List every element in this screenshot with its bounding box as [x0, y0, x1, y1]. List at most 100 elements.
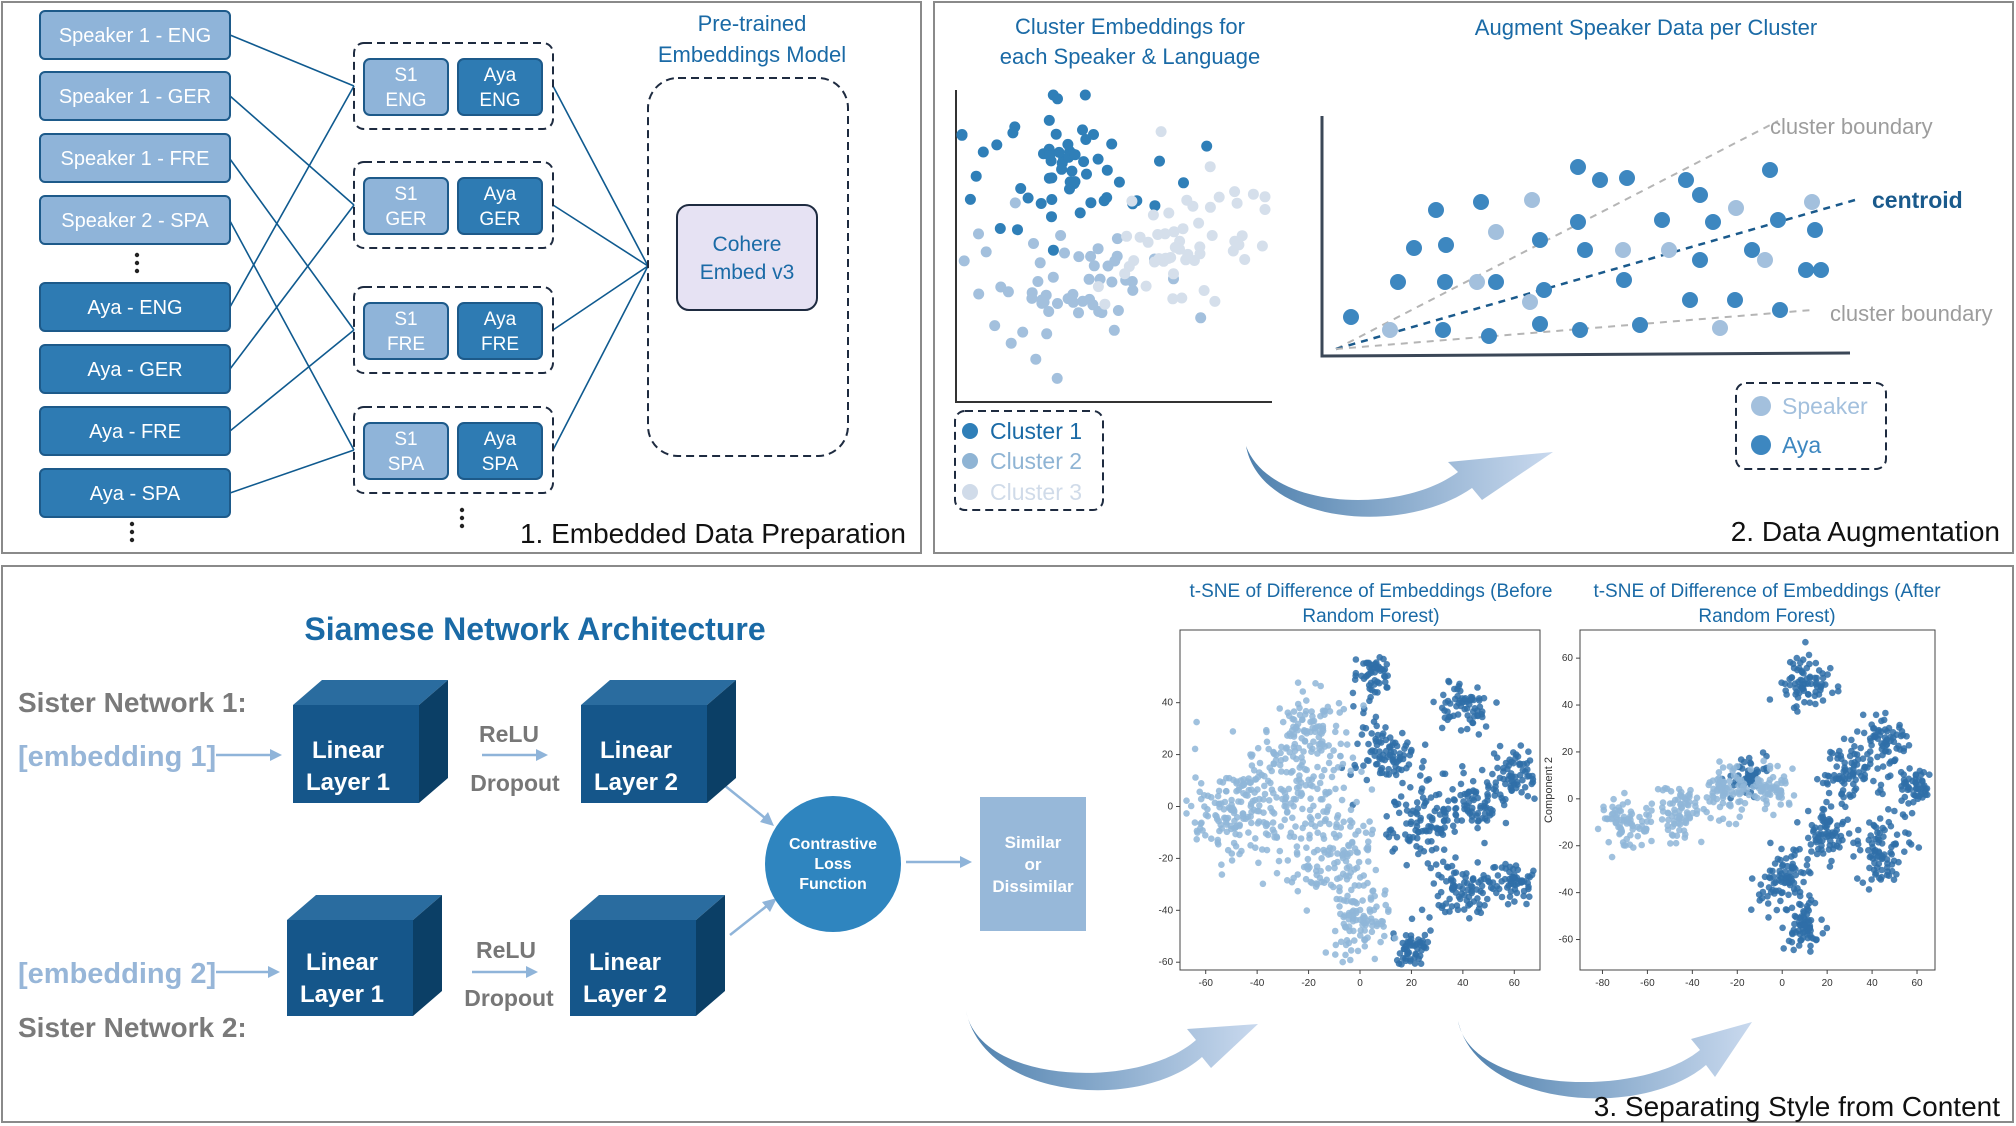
tsne-point: [1481, 902, 1488, 909]
tsne-point: [1796, 918, 1803, 926]
tsne-point: [1408, 746, 1415, 754]
tsne-point: [1741, 758, 1748, 766]
tsne-point: [1314, 763, 1321, 771]
tsne-point: [1229, 728, 1237, 735]
tsne-point: [1336, 896, 1344, 903]
cluster-point: [1069, 176, 1081, 188]
tsne-point: [1880, 833, 1887, 840]
tsne-point: [1396, 950, 1404, 957]
cluster-point: [1194, 241, 1206, 253]
tsne-point: [1878, 717, 1885, 725]
tsne-point: [1294, 871, 1301, 878]
tsne-point: [1382, 736, 1390, 744]
tsne-point: [1802, 680, 1809, 687]
output-label: Dissimilar: [992, 877, 1074, 896]
tsne-point: [1418, 827, 1426, 835]
input-label: Speaker 1 - FRE: [61, 148, 210, 170]
tsne-point: [1891, 807, 1898, 815]
tsne-point: [1467, 882, 1475, 890]
tsne-point: [1360, 702, 1367, 709]
tsne-point: [1381, 756, 1389, 764]
tsne-point: [1756, 897, 1763, 904]
tsne-point: [1790, 946, 1797, 954]
tsne-point: [1453, 817, 1461, 824]
cluster-point: [1209, 295, 1221, 307]
tsne-point: [1449, 786, 1456, 793]
tsne-point: [1806, 925, 1814, 932]
tsne-point: [1282, 799, 1289, 806]
tsne-point: [1788, 853, 1795, 860]
cluster-point: [1155, 126, 1167, 138]
tsne-point: [1494, 764, 1501, 772]
tsne-point: [1300, 748, 1307, 755]
tsne-after-y-axis-label: Component 2: [1543, 757, 1555, 823]
cohere-embed-box: [676, 204, 818, 311]
tsne-point: [1790, 792, 1798, 799]
tsne-point: [1463, 705, 1471, 712]
tsne-point: [1290, 708, 1298, 715]
tsne-point: [1648, 807, 1655, 814]
cluster-plot-axes: [955, 90, 1272, 403]
loss-label: Contrastive: [789, 836, 877, 853]
tsne-point: [1332, 728, 1339, 736]
tsne-point: [1867, 832, 1874, 839]
tsne-point: [1314, 829, 1321, 836]
tsne-point: [1372, 713, 1380, 721]
cluster-point: [1198, 285, 1210, 296]
tsne-point: [1258, 846, 1266, 853]
tsne-point: [1715, 774, 1723, 782]
tsne-point: [1477, 802, 1484, 810]
tsne-point: [1415, 850, 1422, 858]
y-tick-label: -60: [1159, 957, 1174, 968]
tsne-point: [1789, 765, 1796, 772]
tsne-point: [1183, 797, 1190, 804]
tsne-point: [1850, 839, 1857, 847]
tsne-point: [1222, 788, 1230, 795]
tsne-point: [1276, 847, 1284, 855]
tsne-point: [1759, 749, 1767, 756]
tsne-point: [1265, 797, 1273, 804]
tsne-point: [1436, 811, 1444, 818]
tsne-point: [1445, 677, 1452, 685]
input-box: Speaker 1 - GER: [39, 71, 231, 121]
tsne-point: [1853, 761, 1861, 768]
tsne-point: [1669, 823, 1676, 830]
tsne-point: [1892, 841, 1899, 848]
tsne-point: [1915, 844, 1923, 851]
tsne-point: [1876, 815, 1884, 822]
tsne-point: [1392, 801, 1400, 809]
tsne-point: [1812, 700, 1819, 708]
tsne-point: [1283, 768, 1290, 776]
x-tick-label: 0: [1357, 978, 1363, 989]
aya-point: [1807, 222, 1823, 238]
tsne-point: [1336, 874, 1344, 881]
tsne-point: [1887, 822, 1895, 830]
cluster-point: [1099, 298, 1111, 310]
tsne-point: [1449, 881, 1457, 889]
tsne-point: [1298, 735, 1305, 742]
cluster-boundary-label: cluster boundary: [1830, 301, 1993, 326]
tsne-point: [1835, 687, 1842, 695]
tsne-point: [1741, 799, 1749, 807]
cluster-point: [1012, 224, 1023, 236]
tsne-point: [1693, 794, 1701, 802]
tsne-point: [1525, 748, 1532, 755]
tsne-point: [1900, 780, 1908, 787]
tsne-point: [1418, 906, 1426, 914]
tsne-point: [1442, 699, 1449, 706]
tsne-point: [1264, 821, 1271, 828]
cluster-point: [1159, 228, 1171, 240]
ellipsis-icon: [459, 507, 465, 529]
aya-point: [1406, 240, 1422, 256]
tsne-point: [1359, 897, 1366, 904]
tsne-point: [1866, 864, 1873, 872]
cluster-point: [1043, 306, 1055, 317]
tsne-point: [1474, 707, 1481, 714]
tsne-point: [1493, 889, 1500, 897]
tsne-point: [1347, 947, 1355, 954]
tsne-point: [1191, 745, 1199, 753]
tsne-point: [1385, 765, 1392, 773]
tsne-point: [1270, 810, 1278, 817]
tsne-point: [1312, 867, 1320, 875]
tsne-point: [1874, 834, 1882, 842]
